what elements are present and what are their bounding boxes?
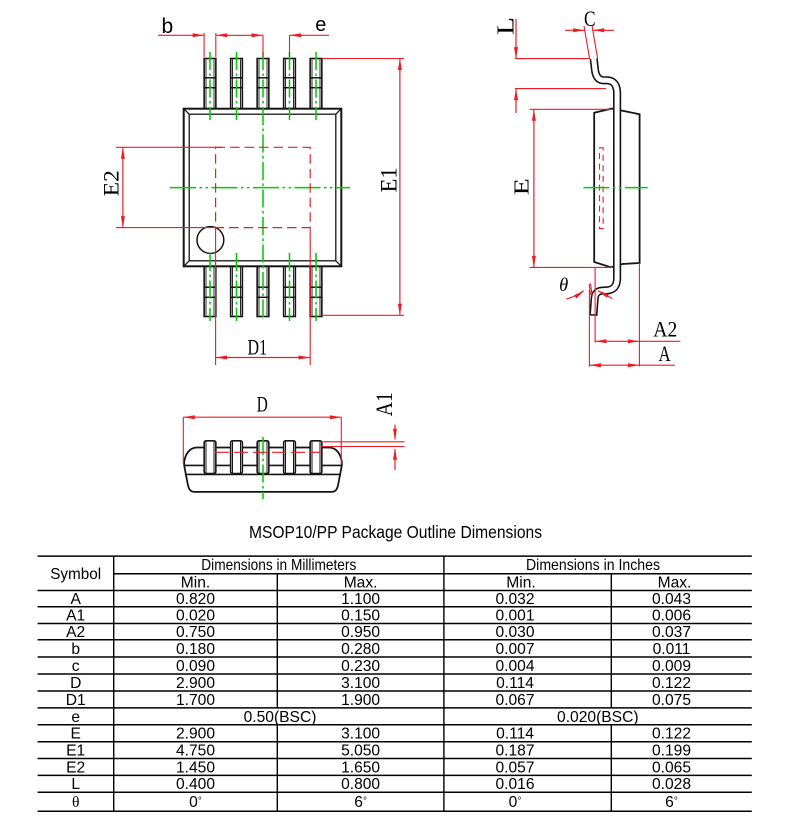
svg-text:θ: θ xyxy=(559,276,568,296)
svg-text:0.150: 0.150 xyxy=(341,608,380,625)
svg-text:E2: E2 xyxy=(66,759,85,776)
svg-text:E: E xyxy=(509,178,533,195)
svg-text:A: A xyxy=(70,591,81,608)
svg-text:c: c xyxy=(72,658,80,675)
svg-text:0.028: 0.028 xyxy=(652,776,691,793)
svg-text:A1: A1 xyxy=(372,392,397,416)
svg-text:Min.: Min. xyxy=(506,574,535,591)
svg-text:Max.: Max. xyxy=(658,574,692,591)
svg-text:0.400: 0.400 xyxy=(176,776,215,793)
svg-text:0.011: 0.011 xyxy=(653,641,691,658)
svg-text:0.067: 0.067 xyxy=(495,692,534,709)
svg-text:A: A xyxy=(659,341,671,366)
svg-text:0.016: 0.016 xyxy=(495,776,534,793)
svg-text:0.001: 0.001 xyxy=(495,608,534,625)
svg-text:0.820: 0.820 xyxy=(176,591,215,608)
svg-text:0.043: 0.043 xyxy=(652,591,691,608)
svg-text:0.032: 0.032 xyxy=(495,591,534,608)
svg-text:2.900: 2.900 xyxy=(176,726,215,743)
svg-text:0.50(BSC): 0.50(BSC) xyxy=(244,709,317,726)
svg-text:0.750: 0.750 xyxy=(176,624,215,641)
svg-text:4.750: 4.750 xyxy=(176,743,215,760)
svg-text:1.900: 1.900 xyxy=(341,692,380,709)
svg-text:E1: E1 xyxy=(66,743,85,760)
svg-text:A2: A2 xyxy=(66,624,85,641)
svg-text:0.122: 0.122 xyxy=(652,675,691,692)
svg-text:θ: θ xyxy=(72,794,79,811)
svg-text:0.007: 0.007 xyxy=(495,641,534,658)
svg-text:0.065: 0.065 xyxy=(652,759,691,776)
svg-text:0.090: 0.090 xyxy=(176,658,215,675)
svg-text:E: E xyxy=(70,726,80,743)
svg-text:1.700: 1.700 xyxy=(176,692,215,709)
svg-text:A1: A1 xyxy=(66,608,85,625)
svg-text:Min.: Min. xyxy=(181,574,210,591)
svg-text:C: C xyxy=(584,6,596,31)
svg-text:e: e xyxy=(315,14,326,36)
svg-text:0.009: 0.009 xyxy=(652,658,691,675)
svg-text:0.187: 0.187 xyxy=(495,743,534,760)
svg-text:L: L xyxy=(494,17,520,35)
svg-text:0.114: 0.114 xyxy=(496,675,534,692)
svg-text:A2: A2 xyxy=(653,317,677,342)
svg-text:0.950: 0.950 xyxy=(341,624,380,641)
svg-text:0.006: 0.006 xyxy=(652,608,691,625)
svg-text:D1: D1 xyxy=(66,692,86,709)
svg-text:Dimensions in Millimeters: Dimensions in Millimeters xyxy=(201,557,356,574)
svg-text:0.280: 0.280 xyxy=(341,641,380,658)
svg-text:Dimensions in Inches: Dimensions in Inches xyxy=(526,557,660,574)
svg-text:D: D xyxy=(70,675,81,692)
svg-text:0.114: 0.114 xyxy=(496,726,534,743)
svg-text:5.050: 5.050 xyxy=(341,743,380,760)
svg-text:L: L xyxy=(71,776,80,793)
svg-text:1.650: 1.650 xyxy=(341,759,380,776)
svg-text:0.122: 0.122 xyxy=(652,726,691,743)
svg-text:3.100: 3.100 xyxy=(341,726,380,743)
svg-text:Max.: Max. xyxy=(344,574,378,591)
svg-text:0.030: 0.030 xyxy=(495,624,534,641)
svg-text:D1: D1 xyxy=(248,335,268,360)
svg-text:b: b xyxy=(71,641,80,658)
svg-text:3.100: 3.100 xyxy=(341,675,380,692)
svg-text:0.800: 0.800 xyxy=(341,776,380,793)
svg-text:MSOP10/PP Package Outline Dime: MSOP10/PP Package Outline Dimensions xyxy=(249,522,542,542)
svg-text:0.020: 0.020 xyxy=(176,608,215,625)
svg-text:0.199: 0.199 xyxy=(652,743,691,760)
svg-text:Symbol: Symbol xyxy=(50,566,101,583)
svg-text:D: D xyxy=(257,392,268,417)
svg-text:2.900: 2.900 xyxy=(176,675,215,692)
svg-text:b: b xyxy=(161,15,173,38)
svg-text:0.180: 0.180 xyxy=(176,641,215,658)
svg-text:0.075: 0.075 xyxy=(652,692,691,709)
svg-text:0.037: 0.037 xyxy=(652,624,691,641)
svg-text:1.100: 1.100 xyxy=(341,591,380,608)
svg-text:0.230: 0.230 xyxy=(341,658,380,675)
svg-text:1.450: 1.450 xyxy=(176,759,215,776)
svg-text:0.004: 0.004 xyxy=(495,658,534,675)
svg-text:e: e xyxy=(71,709,80,726)
svg-text:0.020(BSC): 0.020(BSC) xyxy=(557,709,638,726)
svg-text:E1: E1 xyxy=(376,167,401,192)
svg-text:E2: E2 xyxy=(99,170,124,196)
svg-text:0.057: 0.057 xyxy=(495,759,534,776)
